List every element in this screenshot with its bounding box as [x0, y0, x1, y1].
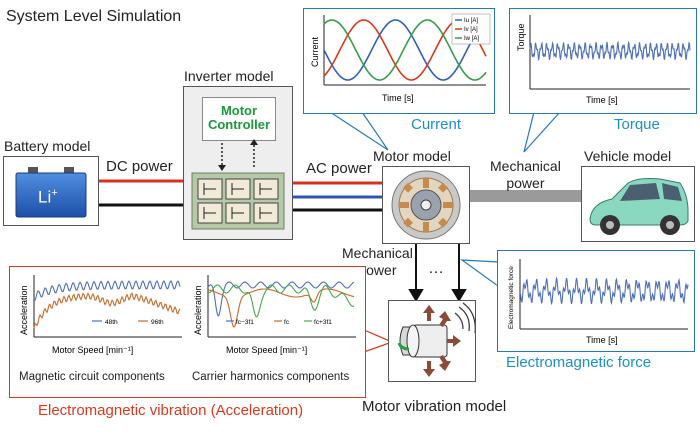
motor-vibration-model-box	[388, 300, 476, 382]
current-caption: Current	[411, 116, 462, 133]
emf-signal-line	[519, 276, 689, 306]
current-legend-v: Iv [A]	[464, 27, 478, 33]
emf-xlabel: Time [s]	[586, 335, 618, 345]
current-legend-w: Iw [A]	[464, 36, 479, 42]
current-phase-w-line	[323, 19, 487, 81]
battery-model-box: Li+	[3, 156, 99, 226]
vibration-right-xlabel: Motor Speed [min⁻¹]	[226, 345, 307, 355]
vibration-48th-line	[34, 280, 181, 301]
battery-model-label: Battery model	[4, 138, 91, 154]
emf-caption: Electromagnetic force	[506, 354, 652, 371]
motor-cross-section-icon	[391, 170, 461, 240]
current-xlabel: Time [s]	[382, 93, 414, 103]
ac-power-label: AC power	[306, 160, 372, 177]
motor-vibration-icon	[397, 302, 475, 377]
vibration-right-ylabel: Acceleration	[193, 285, 203, 335]
emf-plot: Electromagnetic force Time [s]	[508, 259, 689, 345]
car-icon	[589, 178, 689, 235]
vibration-96th-line	[33, 292, 181, 329]
dc-power-label: DC power	[106, 158, 173, 175]
vibration-left-caption: Magnetic circuit components	[19, 371, 165, 383]
motor-controller-block: Motor Controller	[202, 97, 276, 141]
current-callout-tail	[327, 111, 389, 151]
current-ylabel: Current	[310, 36, 320, 67]
vibration-left-xlabel: Motor Speed [min⁻¹]	[52, 345, 133, 355]
vehicle-model-box	[581, 166, 695, 242]
current-waveform-panel: Iu [A] Iv [A] Iw [A] Current Time [s]	[303, 8, 495, 114]
torque-callout-tail	[523, 111, 562, 153]
vibration-right-legend-fc: fc	[284, 319, 290, 326]
inverter-model-box: Motor Controller	[183, 86, 293, 240]
mechanical-shaft	[470, 190, 582, 202]
torque-waveform-panel: Torque Time [s]	[509, 8, 697, 114]
vibration-left-ylabel: Acceleration	[19, 285, 29, 335]
vibration-right-legend-fc-minus: fc−3f1	[236, 319, 254, 326]
emf-waveform-panel: Electromagnetic force Time [s]	[497, 250, 695, 352]
vibration-plot-right: fc−3f1 fc fc+3f1 Acceleration Motor Spee…	[193, 275, 356, 355]
mechanical-power-label-2: Mechanical power	[342, 245, 413, 278]
inverter-model-label: Inverter model	[184, 68, 274, 84]
battery-icon	[15, 167, 87, 218]
mechanical-power-label-1: Mechanical power	[490, 158, 561, 191]
page-title: System Level Simulation	[6, 8, 182, 25]
more-ellipsis: …	[428, 260, 444, 277]
vibration-caption: Electromagnetic vibration (Acceleration)	[38, 402, 304, 419]
vehicle-model-label: Vehicle model	[584, 148, 672, 164]
torque-signal-line	[529, 40, 691, 61]
controller-line1: Motor	[220, 103, 258, 118]
torque-plot: Torque Time [s]	[516, 15, 691, 105]
torque-ylabel: Torque	[516, 23, 526, 51]
current-legend-u: Iu [A]	[464, 18, 478, 24]
current-plot: Iu [A] Iv [A] Iw [A] Current Time [s]	[310, 13, 491, 103]
mechanical-power-arrows	[408, 244, 467, 302]
vibration-left-legend-48th: 48th	[105, 319, 118, 326]
vibration-left-legend-96th: 96th	[151, 319, 164, 326]
battery-cell-text: Li+	[38, 187, 58, 207]
inverter-circuit-icon	[191, 139, 285, 230]
vibration-right-legend-fc-plus: fc+3f1	[314, 319, 332, 326]
vibration-fc-minus-line	[207, 281, 355, 317]
motor-vibration-model-label: Motor vibration model	[362, 398, 507, 415]
motor-model-box	[382, 166, 470, 244]
motor-model-label: Motor model	[373, 148, 451, 164]
vibration-fc-plus-line	[207, 284, 355, 318]
torque-xlabel: Time [s]	[586, 95, 618, 105]
vibration-plot-left: 48th 96th Acceleration Motor Speed [min⁻…	[19, 275, 182, 355]
emf-ylabel: Electromagnetic force	[508, 266, 515, 329]
controller-line2: Controller	[207, 117, 271, 132]
vibration-right-caption: Carrier harmonics components	[192, 371, 350, 383]
vibration-panel: 48th 96th Acceleration Motor Speed [min⁻…	[9, 266, 366, 398]
torque-caption: Torque	[614, 116, 660, 133]
emf-callout-tail	[459, 259, 499, 288]
